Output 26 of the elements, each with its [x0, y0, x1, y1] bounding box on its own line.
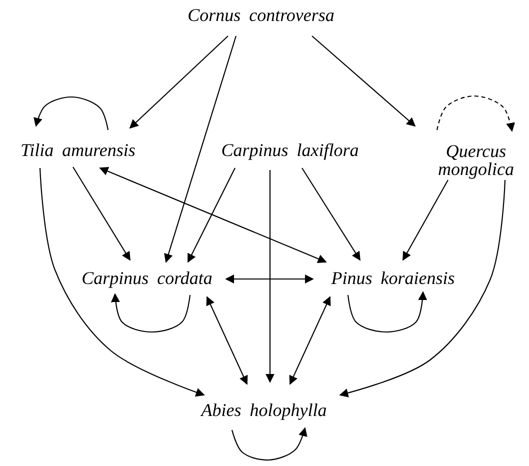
- species-label: Abies holophylla: [201, 401, 327, 419]
- arrow: [164, 36, 237, 263]
- arrow: [225, 274, 314, 284]
- arrow: [72, 166, 130, 261]
- loop-arrow: [231, 427, 308, 461]
- loop-arrow: [436, 95, 515, 132]
- arrow: [402, 180, 448, 261]
- loop-arrow: [34, 96, 109, 130]
- arrow: [129, 36, 228, 129]
- arrow: [289, 296, 331, 385]
- loop-arrow: [347, 291, 428, 333]
- loop-arrow: [111, 293, 191, 333]
- arrow: [266, 170, 274, 383]
- species-label: Carpinus laxiflora: [221, 141, 359, 159]
- arrow: [99, 166, 327, 264]
- arrow: [206, 296, 248, 385]
- arrow: [339, 180, 506, 398]
- arrow: [39, 168, 205, 397]
- arrow: [312, 36, 416, 127]
- species-label: Cornus controversa: [188, 6, 334, 24]
- arrow: [302, 168, 360, 261]
- species-label: Tilia amurensis: [20, 141, 136, 159]
- species-label: Carpinus cordata: [82, 269, 212, 287]
- arrow: [188, 168, 236, 263]
- species-label: Pinus koraiensis: [331, 269, 455, 287]
- species-label: Quercus mongolica: [431, 142, 521, 178]
